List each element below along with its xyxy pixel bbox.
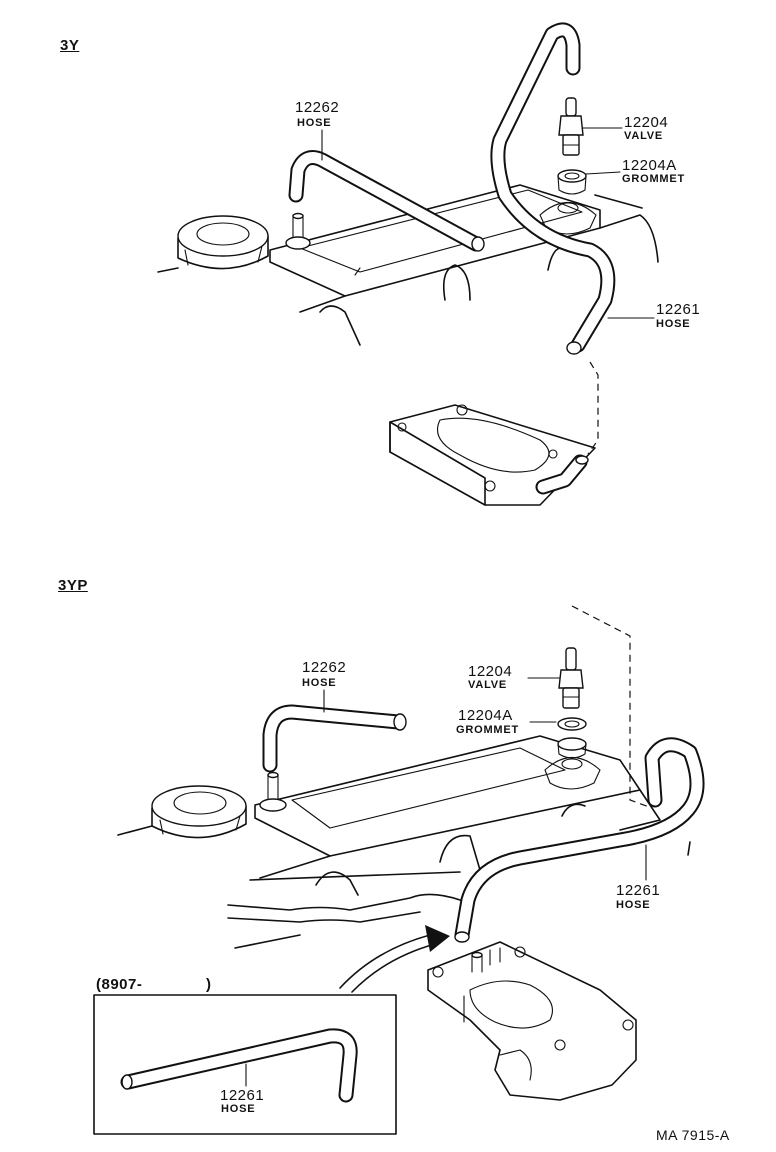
part-number-12204A-3yp: 12204A: [458, 707, 513, 724]
part-name-hose-12261-3yp: HOSE: [616, 899, 651, 911]
leader-12204A-3y: [585, 171, 621, 175]
part-name-hose-3yp: HOSE: [302, 677, 337, 689]
part-name-valve-3yp: VALVE: [468, 679, 508, 691]
engine-3y: [157, 184, 659, 346]
part-name-valve-3y: VALVE: [624, 130, 664, 142]
pcv-valve-3y: [558, 97, 584, 156]
hose-12262-3yp: [262, 704, 407, 773]
part-number-12261-3y: 12261: [656, 301, 701, 318]
part-name-hose-12261-3y: HOSE: [656, 318, 691, 330]
section-heading-3y: 3Y: [60, 37, 80, 54]
direction-arrow: [339, 925, 450, 993]
part-name-hose-inset: HOSE: [221, 1103, 256, 1115]
part-number-12261-inset: 12261: [220, 1087, 265, 1104]
part-name-grommet-3y: GROMMET: [622, 173, 686, 185]
part-name-hose-3y: HOSE: [297, 117, 332, 129]
inset-range-label: (8907-: [96, 976, 143, 993]
hose-12261-3yp: [454, 737, 705, 943]
part-name-grommet-3yp: GROMMET: [456, 724, 520, 736]
grommet-3y: [557, 169, 587, 195]
oil-filler-cap-3yp: [151, 785, 247, 839]
part-number-12261-3yp: 12261: [616, 882, 661, 899]
route-line-3y: [587, 361, 599, 455]
section-heading-3yp: 3YP: [58, 577, 88, 594]
route-line-3yp: [571, 605, 653, 809]
part-number-12204-3yp: 12204: [468, 663, 513, 680]
part-number-12204A-3y: 12204A: [622, 157, 677, 174]
carburetor-adapter-3yp: [427, 941, 637, 1101]
part-number-12262-3y: 12262: [295, 99, 340, 116]
part-number-12204-3y: 12204: [624, 114, 669, 131]
inset-box: [93, 994, 397, 1135]
part-number-12262-3yp: 12262: [302, 659, 347, 676]
grommet-3yp: [557, 717, 587, 759]
carburetor-spacer-3y: [389, 404, 596, 506]
pcv-valve-3yp: [558, 647, 584, 709]
hose-12262-3y: [288, 150, 485, 252]
oil-filler-cap-3y: [177, 215, 269, 270]
inset-range-close: ): [206, 976, 212, 993]
hose-12261-3y: [490, 22, 616, 355]
engine-3yp: [117, 735, 691, 949]
figure-code: MA 7915-A: [656, 1127, 730, 1143]
